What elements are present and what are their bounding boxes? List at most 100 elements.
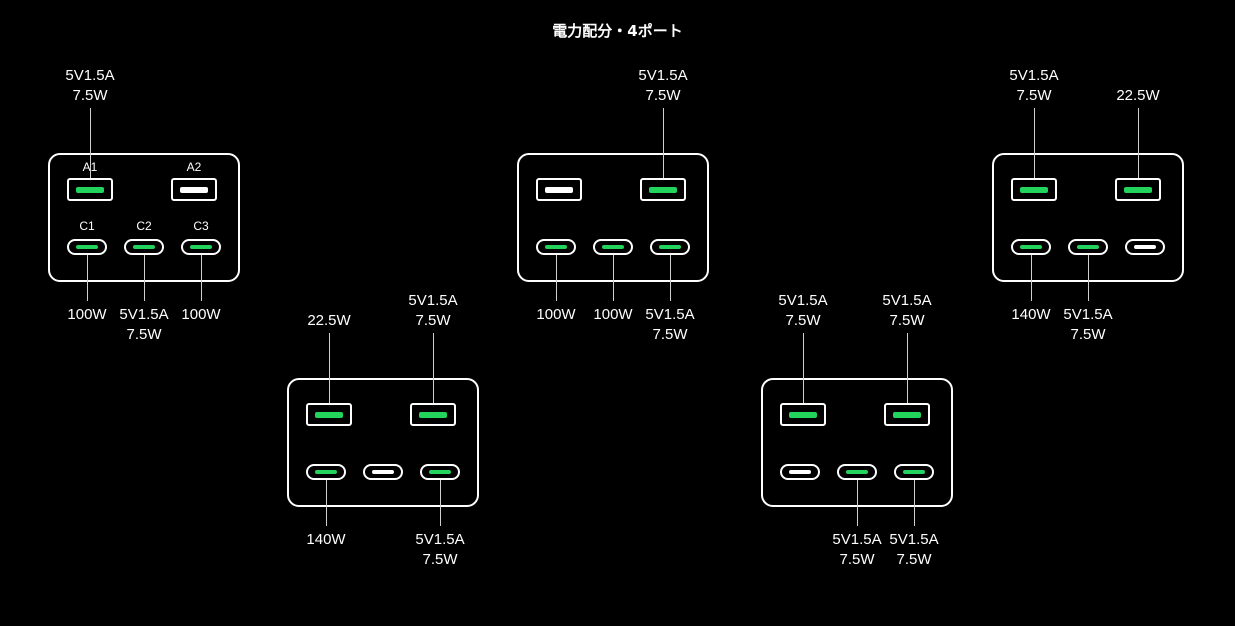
usb-a-port-a2 [171,178,217,201]
port-indicator-active [545,245,567,249]
power-watts: 7.5W [1016,87,1052,104]
usb-c-port-c1 [306,464,346,480]
leader-line [857,480,858,526]
usb-c-port-c2 [1068,239,1108,255]
usb-a-port-a1 [780,403,826,426]
power-spec: 100W [536,306,576,323]
port-indicator-active [1124,186,1152,193]
leader-line [326,480,327,526]
power-spec: 5V1.5A [65,67,115,84]
power-watts: 7.5W [785,312,821,329]
port-name-c2: C2 [136,219,152,233]
port-indicator-active [76,186,104,193]
leader-line [1031,255,1032,301]
leader-line [803,333,804,403]
power-spec: 5V1.5A [882,292,932,309]
leader-line [914,480,915,526]
power-label-c3: 5V1.5A 7.5W [874,530,954,570]
port-indicator-active [903,470,925,474]
usb-c-port-c2 [837,464,877,480]
power-label-c2: 5V1.5A 7.5W [104,305,184,345]
power-spec: 100W [67,306,107,323]
leader-line [613,255,614,301]
power-spec: 5V1.5A [645,306,695,323]
power-label-a2: 22.5W [1098,86,1178,106]
power-watts: 7.5W [1070,326,1106,343]
diagram-title: 電力配分・4ポート [552,22,683,40]
usb-a-port-a1 [536,178,582,201]
port-indicator-active [1020,186,1048,193]
port-name-a2: A2 [186,160,202,174]
usb-a-port-a2 [640,178,686,201]
usb-c-port-c1 [1011,239,1051,255]
usb-c-port-c2 [124,239,164,255]
port-indicator-inactive [789,470,811,474]
power-label-a1: 5V1.5A 7.5W [763,291,843,331]
config-2: 22.5W 5V1.5A 7.5W 140W 5V1.5A 7.5W [287,292,479,568]
power-label-c2: 100W [573,305,653,325]
usb-c-port-c3 [894,464,934,480]
power-label-a1: 22.5W [289,311,369,331]
power-spec: 5V1.5A [889,531,939,548]
port-indicator-active [602,245,624,249]
port-name-c1: C1 [79,219,95,233]
power-spec: 5V1.5A [119,306,169,323]
usb-c-port-c1 [67,239,107,255]
usb-a-port-a2 [884,403,930,426]
usb-c-port-c2 [363,464,403,480]
port-indicator-inactive [1134,245,1156,249]
leader-line [201,255,202,301]
power-watts: 7.5W [126,326,162,343]
leader-line [907,333,908,403]
port-indicator-active [789,411,817,418]
port-indicator-active [76,245,98,249]
power-label-c3: 5V1.5A 7.5W [400,530,480,570]
port-indicator-inactive [372,470,394,474]
leader-line [440,480,441,526]
port-indicator-active [659,245,681,249]
usb-c-port-c1 [780,464,820,480]
usb-c-port-c3 [181,239,221,255]
port-indicator-active [1077,245,1099,249]
power-spec: 22.5W [1116,87,1160,104]
power-watts: 7.5W [415,312,451,329]
power-label-c1: 140W [991,305,1071,325]
leader-line [144,255,145,301]
power-watts: 7.5W [889,312,925,329]
power-watts: 7.5W [422,551,458,568]
port-indicator-active [893,411,921,418]
leader-line [329,333,330,403]
power-label-c1: 140W [286,530,366,550]
power-spec: 5V1.5A [1009,67,1059,84]
port-indicator-active [315,470,337,474]
usb-c-port-c1 [536,239,576,255]
usb-a-port-a1 [67,178,113,201]
leader-line [663,108,664,178]
power-watts: 7.5W [896,551,932,568]
port-indicator-active [429,470,451,474]
port-indicator-active [649,186,677,193]
power-spec: 5V1.5A [778,292,828,309]
power-spec: 5V1.5A [638,67,688,84]
leader-line [433,333,434,403]
power-spec: 22.5W [307,312,351,329]
port-indicator-active [315,411,343,418]
power-spec: 5V1.5A [415,531,465,548]
leader-line [670,255,671,301]
power-spec: 5V1.5A [832,531,882,548]
power-watts: 7.5W [72,87,108,104]
port-indicator-active [1020,245,1042,249]
power-label-c1: 100W [47,305,127,325]
power-spec: 140W [1011,306,1051,323]
power-watts: 7.5W [645,87,681,104]
power-label-a2: 5V1.5A 7.5W [623,66,703,106]
usb-c-port-c3 [420,464,460,480]
leader-line [1138,108,1139,178]
power-label-c3: 100W [161,305,241,325]
leader-line [87,255,88,301]
power-spec: 140W [306,531,346,548]
